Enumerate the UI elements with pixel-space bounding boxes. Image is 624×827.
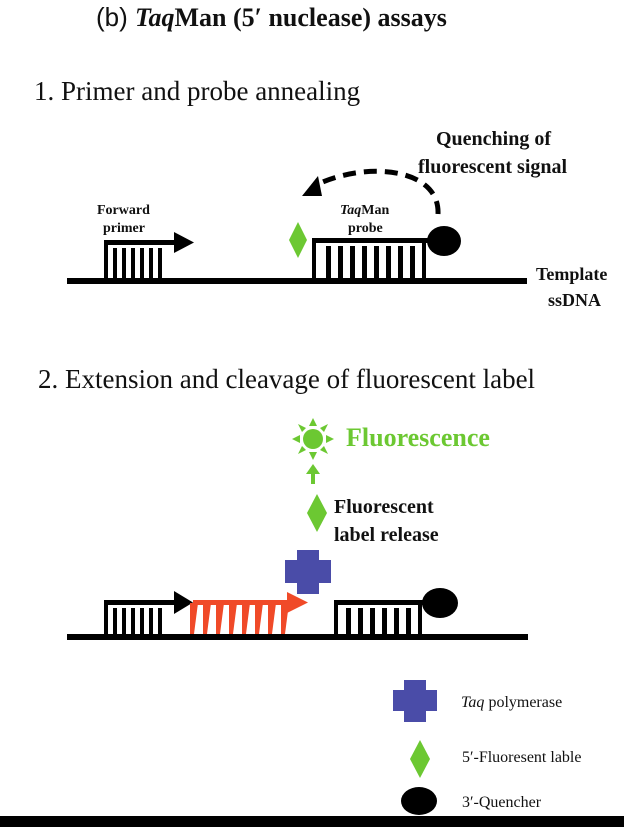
fluorophore-diamond-icon <box>289 222 307 258</box>
taqman-probe <box>289 222 461 278</box>
legend-quencher-label: 3′-Quencher <box>462 794 542 811</box>
legend-polymerase-icon <box>393 680 437 722</box>
quencher-step2-icon <box>422 588 458 618</box>
forward-primer-label-line2: primer <box>103 221 145 236</box>
legend-fluorophore-icon <box>410 740 430 778</box>
release-label-line2: label release <box>334 524 439 546</box>
forward-primer-label-line1: Forward <box>97 203 150 218</box>
legend-polymerase-label: Taq polymerase <box>461 694 563 711</box>
release-label-line1: Fluorescent <box>334 496 434 518</box>
forward-primer <box>104 232 194 278</box>
quenching-label-line1: Quenching of <box>436 128 552 150</box>
quenching-arrow <box>302 168 441 215</box>
step2-heading: 2. Extension and cleavage of fluorescent… <box>38 364 536 394</box>
quenching-arrowhead-icon <box>302 176 322 196</box>
template-strand-step1 <box>67 278 527 284</box>
fluorescence-sun-icon <box>292 418 334 460</box>
legend-fluor-label: 5′-Fluoresent lable <box>462 749 582 766</box>
figure-title: (b) TaqMan (5′ nuclease) assays <box>96 2 447 32</box>
release-up-arrow-icon <box>306 464 320 484</box>
released-fluorophore-icon <box>307 494 327 532</box>
template-strand-step2 <box>67 634 528 640</box>
extended-strand <box>190 592 308 634</box>
probe-label-line1: TaqMan <box>340 203 390 218</box>
cleaved-probe <box>334 588 458 634</box>
quenching-label-line2: fluorescent signal <box>418 156 568 178</box>
template-label-line1: Template <box>536 264 608 284</box>
polymerase-cross-icon <box>285 550 331 594</box>
template-label-line2: ssDNA <box>548 290 602 310</box>
legend-quencher-icon <box>401 787 437 815</box>
fluorescence-label: Fluorescence <box>346 423 490 452</box>
forward-primer-step2 <box>104 591 193 634</box>
step1-heading: 1. Primer and probe annealing <box>34 76 361 106</box>
primer-arrow-icon <box>174 232 194 253</box>
bottom-border <box>0 816 624 827</box>
legend <box>393 680 437 815</box>
quencher-circle-icon <box>427 226 461 256</box>
probe-label-line2: probe <box>348 221 383 236</box>
